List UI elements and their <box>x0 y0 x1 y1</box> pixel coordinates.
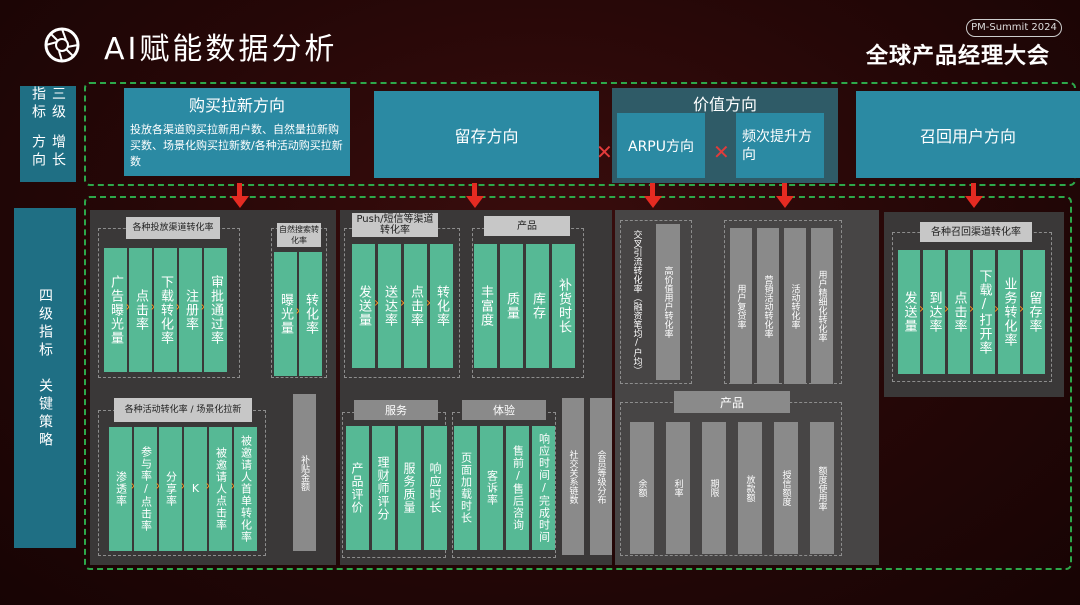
metric-item: 利率 <box>666 422 690 554</box>
metric-item: 客诉率 <box>480 426 503 550</box>
metric-item: 到达率 <box>923 250 945 374</box>
cross-group <box>620 220 692 384</box>
arrow-down-icon <box>231 183 249 208</box>
multiply-icon: × <box>426 298 434 309</box>
metric-item: 转化率 <box>299 252 322 376</box>
product-header: 产品 <box>484 216 570 236</box>
subsidy-item: 补贴金额 <box>293 394 316 551</box>
level3-label: 三级指标增长方向 <box>20 86 76 182</box>
metric-item: 业务转化率 <box>998 250 1020 374</box>
frequency-direction: 频次提升方向 <box>736 113 824 178</box>
metric-item: 丰富度 <box>474 244 497 368</box>
acquisition-direction: 购买拉新方向 投放各渠道购买拉新用户数、自然量拉新购买数、场景化购买拉新数/各种… <box>124 88 350 176</box>
arrow-down-icon <box>776 183 794 208</box>
multiply-icon: × <box>919 304 927 315</box>
metric-item: 被邀请人点击率 <box>209 427 232 551</box>
metric-item: 服务质量 <box>398 426 421 550</box>
metric-item: 送达率 <box>378 244 401 368</box>
recall-header: 各种召回渠道转化率 <box>920 222 1032 242</box>
push-header: Push/短信等渠道转化率 <box>352 213 438 237</box>
metric-item: 活动转化率 <box>784 228 806 384</box>
value-direction: 价值方向 ARPU方向 频次提升方向 <box>612 88 838 183</box>
service-header: 服务 <box>354 400 438 420</box>
multiply-icon: × <box>374 298 382 309</box>
aperture-logo-icon <box>44 27 80 63</box>
metric-item: 点击率 <box>404 244 427 368</box>
arrow-down-icon <box>466 183 484 208</box>
metric-item: 广告曝光量 <box>104 248 127 372</box>
channel-header: 各种投放渠道转化率 <box>126 217 220 239</box>
arrow-down-icon <box>644 183 662 208</box>
high-value-item: 高价值用户转化率 <box>656 224 680 380</box>
metric-item: 理财师评分 <box>372 426 395 550</box>
multiply-icon: × <box>969 304 977 315</box>
metric-item: 转化率 <box>430 244 453 368</box>
metric-item: 放款额 <box>738 422 762 554</box>
activity-header: 各种活动转化率 / 场景化拉新 <box>114 398 252 422</box>
metric-item: 注册率 <box>179 248 202 372</box>
experience-header: 体验 <box>462 400 546 420</box>
retention-direction: 留存方向 <box>374 91 599 178</box>
metric-item: 审批通过率 <box>204 248 227 372</box>
metric-item: 用户复贷率 <box>730 228 752 384</box>
metric-item: 售前/售后咨询 <box>506 426 529 550</box>
x-mark-icon: ✕ <box>713 140 730 164</box>
metric-item: 响应时间/完成时间 <box>532 426 555 550</box>
metric-item: 产品评价 <box>346 426 369 550</box>
metric-item: 分享率 <box>159 427 182 551</box>
social-item: 社交关系链数 <box>562 398 584 555</box>
metric-item: 曝光量 <box>274 252 297 376</box>
metric-item: 质量 <box>500 244 523 368</box>
recall-direction: 召回用户方向 <box>856 91 1080 178</box>
member-item: 会员等级分布 <box>590 398 612 555</box>
metric-item: 点击率 <box>129 248 152 372</box>
natural-header: 自然搜索转化率 <box>277 223 321 247</box>
multiply-icon: × <box>400 298 408 309</box>
product3-header: 产品 <box>674 391 790 413</box>
metric-item: 参与率/点击率 <box>134 427 157 551</box>
metric-item: 补货时长 <box>552 244 575 368</box>
metric-item: 发送量 <box>352 244 375 368</box>
level4-label: 四级指标关键策略 <box>14 208 76 548</box>
metric-item: 额度使用率 <box>810 422 834 554</box>
x-mark-icon: ✕ <box>596 140 613 164</box>
cross-item: 交叉引流转化率（融资笔均/户均） <box>631 229 642 375</box>
metric-item: 余额 <box>630 422 654 554</box>
frequency-group <box>724 220 842 384</box>
summit-badge: PM-Summit 2024 <box>966 19 1062 37</box>
multiply-icon: × <box>944 304 952 315</box>
metric-item: 用户精细化转化率 <box>811 228 833 384</box>
arrow-down-icon <box>965 183 983 208</box>
metric-item: 授信额度 <box>774 422 798 554</box>
metric-item: 渗透率 <box>109 427 132 551</box>
metric-item: 库存 <box>526 244 549 368</box>
metric-item: 发送量 <box>898 250 920 374</box>
arpu-direction: ARPU方向 <box>617 113 705 178</box>
metric-item: 点击率 <box>948 250 970 374</box>
level4-frame <box>84 196 1072 570</box>
metric-item: K <box>184 427 207 551</box>
metric-item: 期限 <box>702 422 726 554</box>
page-title: AI赋能数据分析 <box>104 32 338 67</box>
metric-item: 响应时长 <box>424 426 447 550</box>
multiply-icon: × <box>994 304 1002 315</box>
metric-item: 营销活动转化率 <box>757 228 779 384</box>
metric-item: 页面加载时长 <box>454 426 477 550</box>
multiply-icon: × <box>1019 304 1027 315</box>
metric-item: 留存率 <box>1023 250 1045 374</box>
metric-item: 下载转化率 <box>154 248 177 372</box>
metric-item: 下载/打开率 <box>973 250 995 374</box>
metric-item: 被邀请人首单转化率 <box>234 427 257 551</box>
conference-name: 全球产品经理大会 <box>866 44 1051 69</box>
